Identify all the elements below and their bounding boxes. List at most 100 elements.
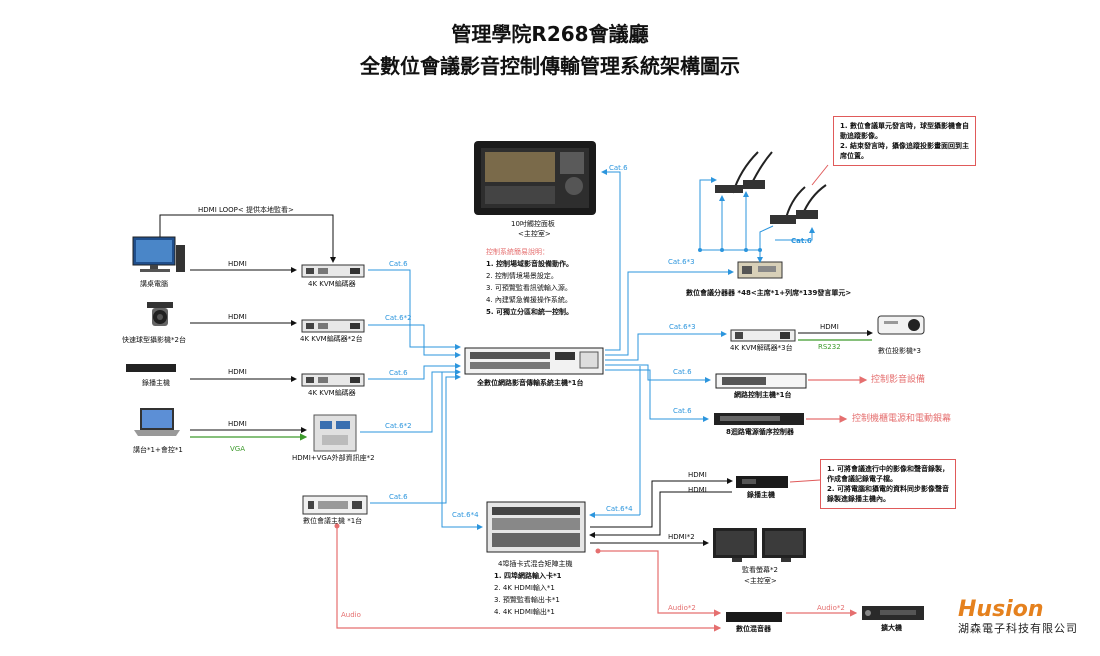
decoder-label: 4K KVM解碼器*3台 — [730, 344, 793, 352]
mic-note-line-1: 1. 數位會議單元發言時，球型攝影機會自 — [840, 122, 969, 130]
mixer-label: 數位混音器 — [736, 625, 771, 633]
projector-icon — [877, 315, 925, 335]
conference-host-icon — [302, 495, 368, 515]
audio-label-amp: Audio*2 — [817, 604, 845, 612]
matrix-item-1: 1. 四埠網路輸入卡*1 — [494, 572, 562, 580]
hdmi-label-rec-out: HDMI — [688, 486, 707, 494]
amplifier-label: 擴大機 — [881, 624, 902, 632]
mic-note-pointer — [811, 164, 829, 186]
hdmi-loop-line — [159, 214, 336, 263]
projector-label: 數位投影機*3 — [878, 347, 921, 355]
cat6-line-matrix-in — [441, 371, 483, 530]
cat6-line-enc1 — [368, 269, 461, 350]
kvm-encoder-1-icon — [301, 264, 365, 278]
network-control-icon — [715, 373, 807, 389]
cat6-label-power: Cat.6 — [673, 407, 692, 415]
hdmi-loop-label: HDMI LOOP< 提供本地監看> — [198, 206, 294, 214]
laptop-icon — [134, 408, 180, 436]
cat6-label-enc2: Cat.6*2 — [385, 314, 412, 322]
main-host-icon — [464, 347, 604, 375]
cat6-line-confhost — [370, 374, 461, 504]
floorbox-label: HDMI+VGA外部資訊座*2 — [292, 454, 375, 462]
rec-note-pointer — [789, 479, 821, 483]
control-note-2: 2. 控制情境場景設定。 — [486, 272, 558, 280]
confhost-label: 數位會議主機 *1台 — [303, 517, 363, 525]
cat6-label-decoder: Cat.6*3 — [669, 323, 696, 331]
control-note-5: 5. 可獨立分區和統一控制。 — [486, 308, 573, 316]
cat6-label-splitter: Cat.6*3 — [668, 258, 695, 266]
netctrl-label: 網路控制主機*1台 — [734, 391, 792, 399]
cat6-line-netctrl — [605, 364, 711, 383]
power-sequencer-icon — [714, 413, 804, 425]
cat6-label-confhost: Cat.6 — [389, 493, 408, 501]
diagram-title-line2: 全數位會議影音控制傳輸管理系統架構圖示 — [360, 54, 740, 78]
mic-base-3 — [770, 215, 796, 224]
vga-label: VGA — [230, 445, 246, 453]
hdmi-line-rec-in — [590, 478, 733, 528]
monitors-icon — [713, 528, 806, 562]
audio-label-matrix: Audio*2 — [668, 604, 696, 612]
cat6-line-splitter — [605, 269, 734, 356]
mic-note-line-3: 2. 結束發言時，攝像追蹤投影畫面回到主 — [840, 142, 969, 150]
cat6-label-floorbox: Cat.6*2 — [385, 422, 412, 430]
rec-note-box: 1. 可將會議進行中的影像和聲音錄製， 作成會議記錄電子檔。 2. 可將電腦和攝… — [820, 459, 956, 509]
cat6-line-enc3 — [368, 363, 461, 380]
rec-note-line-3: 2. 可將電腦和攝電的資料同步影像聲音 — [827, 485, 949, 493]
desktop-pc-icon — [132, 236, 185, 272]
hdmi-label-monitor: HDMI*2 — [668, 533, 695, 541]
mic-note-line-4: 席位置。 — [840, 152, 868, 160]
audio-line-matrix — [598, 550, 722, 617]
kvm-decoder-icon — [730, 329, 796, 342]
mic-chain-5 — [775, 227, 815, 241]
matrix-item-4: 4. 4K HDMI輸出*1 — [494, 608, 555, 616]
mic-chain-1 — [699, 177, 717, 250]
mic-chain-3 — [722, 191, 749, 251]
matrix-label: 4埠插卡式混合矩陣主機 — [498, 560, 573, 568]
floor-box-icon — [313, 414, 357, 452]
desktop-label: 講桌電腦 — [140, 280, 168, 288]
hdmi-label-1: HDMI — [228, 260, 247, 268]
cat6-label-matrix-in: Cat.6*4 — [452, 511, 479, 519]
audio-line-confhost — [336, 526, 722, 632]
cat6-line-decoder — [605, 331, 727, 361]
monitor-location: <主控室> — [744, 577, 777, 585]
splitter-label: 數位會議分器器 *48<主席*1+列席*139發言單元> — [686, 289, 852, 297]
cat6-label-mics: Cat.6 — [791, 237, 812, 245]
cat6-line-power — [605, 369, 709, 422]
mixer-icon — [726, 612, 782, 622]
power-control-label: 控制機櫃電源和電動銀幕 — [852, 414, 952, 424]
control-notes: 控制系統簡易說明： 1. 控制場域影音設備動作。 2. 控制情境場景設定。 3.… — [486, 246, 573, 318]
rec-note-line-2: 作成會議記錄電子檔。 — [827, 475, 897, 483]
touch-panel-label: 10吋觸控面板 — [511, 220, 555, 228]
control-note-3: 3. 可預覽監看訊號輸入源。 — [486, 284, 572, 292]
recorder-host-icon — [736, 476, 788, 488]
mic-chain-2 — [700, 195, 725, 251]
cat6-line-enc2 — [368, 324, 461, 358]
rec-note-line-4: 錄製進錄播主機內。 — [827, 495, 890, 503]
kvm-encoder-2-icon — [301, 319, 365, 333]
hdmi-label-4: HDMI — [228, 420, 247, 428]
mic-base-4 — [796, 210, 818, 219]
company-logo: Husion 湖森電子科技有限公司 — [958, 597, 1078, 636]
cat6-label-netctrl: Cat.6 — [673, 368, 692, 376]
main-host-label: 全數位網路影音傳輸系統主機*1台 — [477, 379, 584, 387]
matrix-item-2: 2. 4K HDMI輸入*1 — [494, 584, 555, 592]
mic-note-line-2: 動追蹤影像。 — [840, 132, 882, 140]
rec-note-line-1: 1. 可將會議進行中的影像和聲音錄製， — [827, 465, 949, 473]
hdmi-label-rec-in: HDMI — [688, 471, 707, 479]
matrix-item-3: 3. 預覽監看輸出卡*1 — [494, 596, 560, 604]
hdmi-label-projector: HDMI — [820, 323, 839, 331]
hdmi-label-2: HDMI — [228, 313, 247, 321]
matrix-host-icon — [486, 501, 586, 553]
conference-splitter-icon — [737, 261, 783, 279]
mic-base-2 — [743, 180, 765, 189]
av-control-label: 控制影音設備 — [871, 375, 926, 385]
kvm-encoder-3-icon — [301, 373, 365, 387]
encoder1-label: 4K KVM編碼器 — [308, 280, 356, 288]
logo-company-name: 湖森電子科技有限公司 — [958, 622, 1078, 635]
logo-wordmark: Husion — [958, 597, 1044, 622]
control-note-4: 4. 內建緊急備援操作系統。 — [486, 296, 572, 304]
cat6-label-enc1: Cat.6 — [389, 260, 408, 268]
